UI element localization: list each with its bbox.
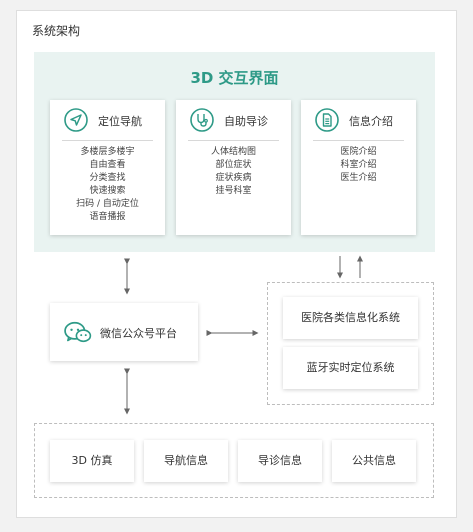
list-item: 多楼层多楼宇: [80, 147, 135, 157]
list-item: 分类查找: [89, 173, 126, 183]
list-item: 症状疾病: [215, 173, 252, 183]
list-item: 语音播报: [89, 212, 126, 222]
wechat-platform-box: 微信公众号平台: [50, 303, 198, 361]
list-item: 自由查看: [89, 160, 126, 170]
list-item: 人体结构图: [210, 147, 256, 157]
list-item: 快速搜索: [89, 186, 126, 196]
wechat-icon: [64, 321, 92, 343]
public-info-box: 公共信息: [332, 440, 416, 482]
stethoscope-icon: [190, 108, 214, 132]
list-item: 医院介绍: [340, 147, 377, 157]
document-icon: [315, 108, 339, 132]
systems-group: [267, 282, 434, 405]
data-group: [34, 423, 434, 498]
navigation-info-box: 导航信息: [144, 440, 228, 482]
interface-title: 3D 交互界面: [190, 69, 279, 87]
list-item: 医生介绍: [340, 173, 377, 183]
frame-title: 系统架构: [32, 24, 81, 38]
card-divider: [188, 140, 279, 141]
card-title: 信息介绍: [349, 115, 393, 128]
list-item: 科室介绍: [340, 160, 377, 170]
card-divider: [313, 140, 404, 141]
simulation-box: 3D 仿真: [50, 440, 134, 482]
hospital-systems-box: 医院各类信息化系统: [283, 297, 418, 339]
bluetooth-positioning-box: 蓝牙实时定位系统: [283, 347, 418, 389]
list-item: 扫码 / 自动定位: [76, 199, 139, 209]
wechat-label: 微信公众号平台: [100, 327, 177, 340]
guidance-info-box: 导诊信息: [238, 440, 322, 482]
card-divider: [62, 140, 153, 141]
card-list: 医院介绍 科室介绍 医生介绍: [301, 146, 416, 185]
list-item: 挂号科室: [215, 186, 252, 196]
card-list: 人体结构图 部位症状 症状疾病 挂号科室: [176, 146, 291, 198]
card-title: 自助导诊: [224, 115, 268, 128]
card-guidance: 自助导诊 人体结构图 部位症状 症状疾病 挂号科室: [176, 100, 291, 235]
list-item: 部位症状: [215, 160, 252, 170]
card-title: 定位导航: [98, 115, 142, 128]
card-navigation: 定位导航 多楼层多楼宇 自由查看 分类查找 快速搜索 扫码 / 自动定位 语音播…: [50, 100, 165, 235]
navigation-arrow-icon: [64, 108, 88, 132]
card-information: 信息介绍 医院介绍 科室介绍 医生介绍: [301, 100, 416, 235]
card-list: 多楼层多楼宇 自由查看 分类查找 快速搜索 扫码 / 自动定位 语音播报: [50, 146, 165, 224]
